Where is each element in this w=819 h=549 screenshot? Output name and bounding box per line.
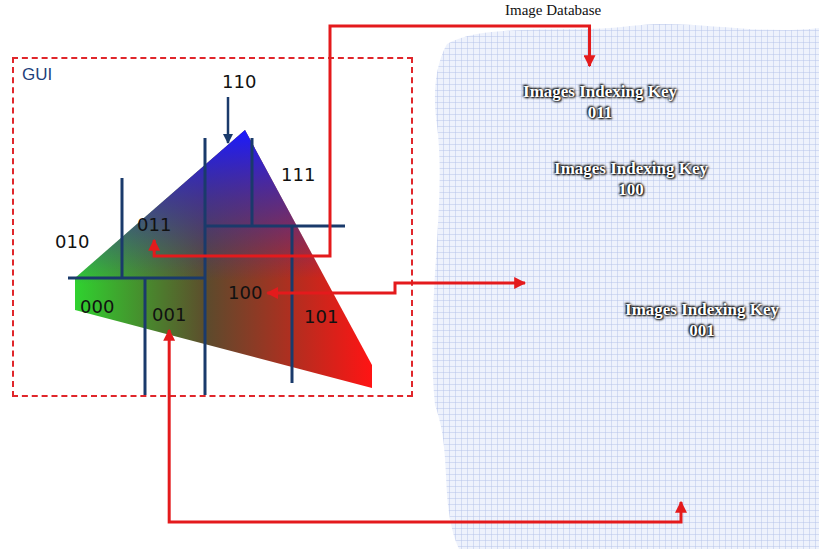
thumbnail bbox=[581, 87, 597, 100]
region-code: 100 bbox=[226, 281, 264, 305]
thumbnail bbox=[691, 304, 707, 317]
color-triangle-shade bbox=[75, 130, 372, 388]
region-code-label: 000 bbox=[80, 297, 114, 317]
thumbnail bbox=[655, 304, 671, 317]
thumbnail bbox=[563, 87, 579, 100]
region-code-label: 111 bbox=[281, 165, 315, 185]
gui-panel: GUI 110 111 010 011 000 001 100 101 bbox=[12, 57, 413, 397]
thumbnail bbox=[693, 162, 709, 175]
index-key-label: Images Indexing Key 100 bbox=[546, 158, 716, 200]
region-code: 000 bbox=[78, 295, 116, 319]
thumbnail bbox=[745, 304, 761, 317]
thumbnail bbox=[763, 304, 779, 317]
region-code-label: 010 bbox=[55, 232, 89, 252]
thumbnail bbox=[709, 304, 725, 317]
thumbnail bbox=[545, 87, 561, 100]
thumbnail bbox=[527, 87, 543, 100]
index-key-label: Images Indexing Key 001 bbox=[617, 299, 787, 341]
image-database: Image DatabaseImages Indexing Key 011Ima… bbox=[425, 0, 819, 549]
region-code-label: 110 bbox=[222, 72, 256, 92]
index-key-label: Images Indexing Key 011 bbox=[515, 81, 685, 123]
index-link-arrow bbox=[267, 283, 525, 293]
region-code-label: 101 bbox=[304, 307, 338, 327]
thumbnail bbox=[675, 162, 691, 175]
thumbnail bbox=[637, 304, 653, 317]
thumbnail bbox=[567, 162, 583, 175]
heading-label: GUI bbox=[22, 65, 52, 85]
thumbnail bbox=[657, 162, 673, 175]
thumbnail bbox=[639, 162, 655, 175]
thumbnail bbox=[585, 162, 601, 175]
thumbnail bbox=[599, 87, 615, 100]
thumbnail bbox=[673, 304, 689, 317]
region-code: 110 bbox=[220, 70, 258, 94]
partition-lines bbox=[68, 138, 345, 395]
thumbnail bbox=[617, 87, 633, 100]
region-code: 011 bbox=[135, 213, 173, 237]
index-link-arrow bbox=[169, 330, 681, 522]
color-triangle bbox=[75, 130, 372, 388]
region-code-label: 011 bbox=[137, 215, 171, 235]
thumbnail bbox=[653, 87, 669, 100]
heading-label: Image Database bbox=[505, 2, 601, 19]
region-code: 111 bbox=[279, 163, 317, 187]
region-code: 101 bbox=[302, 305, 340, 329]
database-cloud-shape bbox=[432, 24, 819, 549]
pointer-arrow bbox=[227, 97, 230, 143]
region-code-label: 100 bbox=[228, 283, 262, 303]
region-code-label: 001 bbox=[152, 305, 186, 325]
region-code: 010 bbox=[53, 230, 91, 254]
thumbnail bbox=[621, 162, 637, 175]
thumbnail bbox=[603, 162, 619, 175]
region-code: 001 bbox=[150, 303, 188, 327]
thumbnail bbox=[635, 87, 651, 100]
index-link-arrow bbox=[154, 26, 589, 256]
thumbnail bbox=[727, 304, 743, 317]
